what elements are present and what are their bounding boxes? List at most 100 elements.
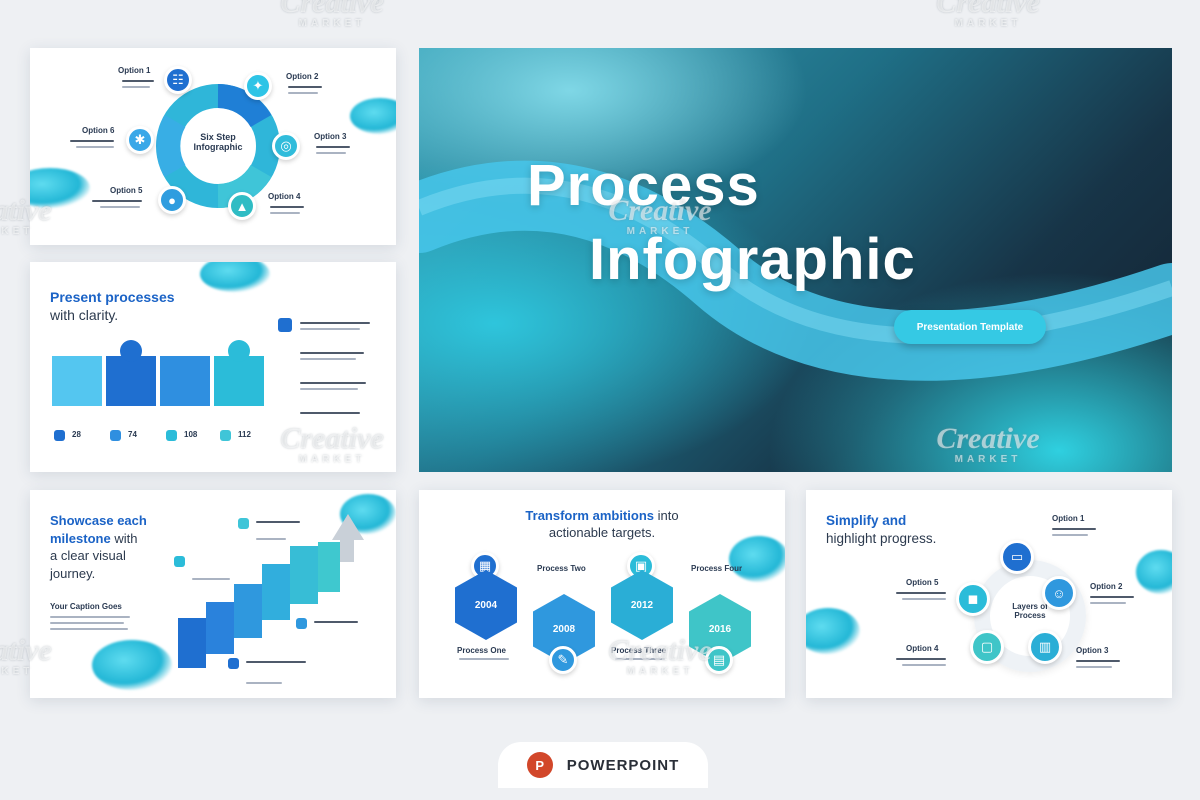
text-line xyxy=(246,682,282,684)
decor-swoosh xyxy=(729,536,785,582)
arrow-stem xyxy=(340,538,354,562)
monitor-icon: ▭ xyxy=(1000,540,1034,574)
text-line xyxy=(122,86,150,88)
cycle-center-line1: Six Step xyxy=(200,132,236,142)
layers-center-label: Layers of Process xyxy=(990,602,1070,620)
stair-step xyxy=(206,602,234,654)
text-line xyxy=(300,412,360,414)
text-line xyxy=(300,352,364,354)
document-icon: ▥ xyxy=(1028,630,1062,664)
slide-thumbnail-staircase[interactable]: Showcase each milestone with a clear vis… xyxy=(30,490,396,698)
watermark-sub: MARKET xyxy=(298,18,366,29)
slide-thumbnail-cycle[interactable]: Six Step Infographic ☷ ✦ ◎ ▲ ● ✱ Option … xyxy=(30,48,396,245)
text-line xyxy=(300,382,366,384)
cube-icon: ◼ xyxy=(956,582,990,616)
hexagon-step: 2012 xyxy=(611,570,673,640)
watermark-sub: MARKET xyxy=(954,18,1022,29)
heading-dark: into xyxy=(657,508,679,523)
text-line xyxy=(92,200,142,202)
text-line xyxy=(192,578,230,580)
layers-center-line2: Process xyxy=(1014,611,1046,620)
slide-thumbnail-hexagons[interactable]: Transform ambitions into actionable targ… xyxy=(419,490,785,698)
text-line xyxy=(300,358,356,360)
slide-heading: Showcase each milestone with a clear vis… xyxy=(50,512,147,582)
heading-dark: a clear visual xyxy=(50,548,126,564)
text-line xyxy=(896,658,946,660)
text-line xyxy=(122,80,154,82)
arrow-up-icon xyxy=(332,514,364,540)
text-line xyxy=(70,140,114,142)
cycle-ring xyxy=(156,84,280,208)
text-line xyxy=(270,212,300,214)
text-line xyxy=(1076,666,1112,668)
option-label: Option 1 xyxy=(118,66,151,75)
text-line xyxy=(246,661,306,663)
heading-blue: Present processes xyxy=(50,289,175,305)
decor-swoosh xyxy=(30,168,90,208)
hero-title-line1: Process xyxy=(527,153,760,218)
value-label: 108 xyxy=(184,430,198,439)
hero-title-slide[interactable]: Process Infographic Presentation Templat… xyxy=(419,48,1172,472)
option-label: Option 2 xyxy=(1090,582,1123,591)
stair-step xyxy=(290,546,318,604)
heading-blue: Simplify and xyxy=(826,513,907,528)
text-line xyxy=(1052,534,1088,536)
value-label: 112 xyxy=(238,430,251,439)
hexagon-step: 2004 xyxy=(455,570,517,640)
heading-dark: journey. xyxy=(50,565,96,581)
gear-icon: ✱ xyxy=(126,126,154,154)
hero-subtitle-pill: Presentation Template xyxy=(894,310,1046,344)
watermark-logo: Creative MARKET xyxy=(918,0,1058,29)
heading-dark: actionable targets. xyxy=(548,524,656,540)
pencil-icon: ✎ xyxy=(549,646,577,674)
process-label: Process Two xyxy=(537,564,586,573)
watermark-brand: Creative xyxy=(280,0,384,19)
value-marker xyxy=(166,430,177,441)
list-marker xyxy=(278,318,292,332)
text-line xyxy=(902,664,946,666)
caption-title: Your Caption Goes xyxy=(50,602,122,611)
decor-swoosh xyxy=(350,98,396,134)
decor-swoosh xyxy=(1136,550,1172,594)
text-line xyxy=(50,628,128,630)
slide-thumbnail-layers[interactable]: Simplify and highlight progress. Layers … xyxy=(806,490,1172,698)
puzzle-piece xyxy=(160,356,210,406)
puzzle-knob xyxy=(120,340,142,362)
decor-swoosh xyxy=(806,608,860,654)
process-label: Process Three xyxy=(611,646,667,655)
cycle-center-line2: Infographic xyxy=(193,142,243,152)
hero-title-line2: Infographic xyxy=(589,227,916,292)
text-line xyxy=(1076,660,1120,662)
text-line xyxy=(256,538,286,540)
puzzle-knob xyxy=(228,340,250,362)
format-label: POWERPOINT xyxy=(566,756,680,774)
option-label: Option 4 xyxy=(268,192,301,201)
powerpoint-logo-icon: P xyxy=(526,752,553,778)
heading-dark: highlight progress. xyxy=(826,530,937,546)
slide-heading: Transform ambitions into actionable targ… xyxy=(419,508,785,542)
heading-dark: with clarity. xyxy=(50,307,119,324)
heading-blue: milestone xyxy=(50,530,111,546)
stair-step xyxy=(262,564,290,620)
text-line xyxy=(76,146,114,148)
cycle-center-label: Six Step Infographic xyxy=(182,132,254,152)
process-label: Process One xyxy=(457,646,506,655)
slide-thumbnail-puzzle[interactable]: Present processes with clarity. 28 74 10… xyxy=(30,262,396,472)
option-label: Option 1 xyxy=(1052,514,1085,523)
option-label: Option 6 xyxy=(82,126,115,135)
text-line xyxy=(288,92,318,94)
text-line xyxy=(902,598,946,600)
text-line xyxy=(256,521,300,523)
stair-step xyxy=(234,584,262,638)
lightbulb-icon: ✦ xyxy=(244,72,272,100)
option-label: Option 2 xyxy=(286,72,319,81)
option-label: Option 3 xyxy=(1076,646,1109,655)
folder-icon: ▢ xyxy=(970,630,1004,664)
text-line xyxy=(1052,528,1096,530)
value-label: 28 xyxy=(72,430,81,439)
text-line xyxy=(615,658,665,660)
stair-step xyxy=(318,542,340,592)
option-label: Option 4 xyxy=(906,644,939,653)
rocket-icon: ▲ xyxy=(228,192,256,220)
text-line xyxy=(288,86,322,88)
